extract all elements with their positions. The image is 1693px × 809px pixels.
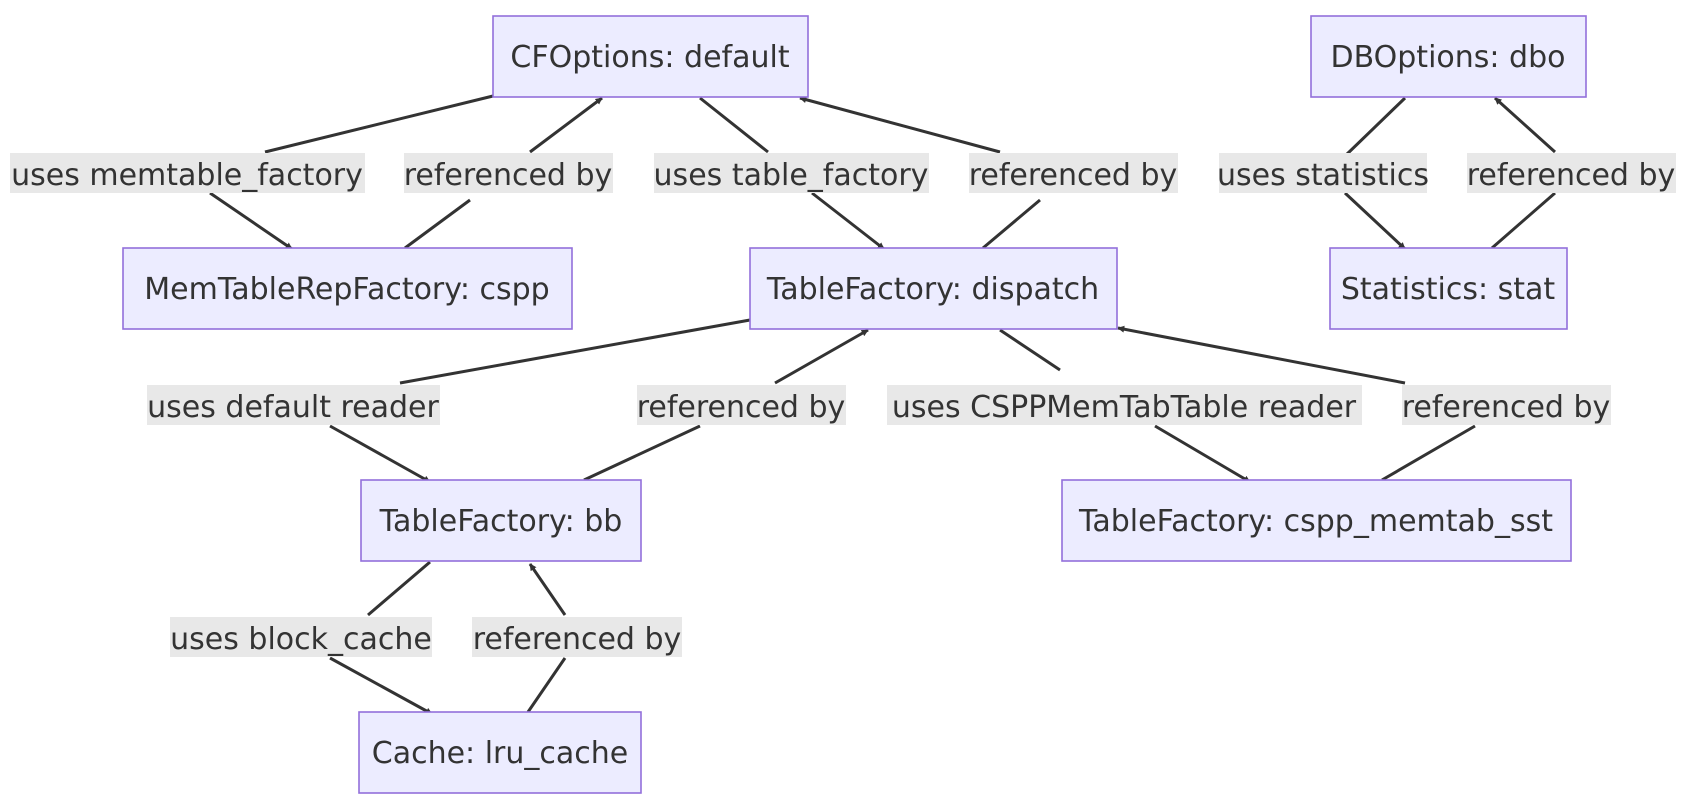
label-cache-referenced-by: referenced by bbox=[473, 622, 682, 657]
label-uses-block-cache: uses block_cache bbox=[170, 622, 432, 657]
node-cfoptions-default[interactable]: CFOptions: default bbox=[492, 15, 809, 98]
edge-labels: uses memtable_factory referenced by uses… bbox=[10, 153, 1676, 657]
label-uses-memtable-factory: uses memtable_factory bbox=[11, 158, 363, 193]
label-uses-table-factory: uses table_factory bbox=[654, 158, 929, 193]
edge-cache-referenced-by bbox=[528, 564, 567, 713]
node-tablefactory-bb-label: TableFactory: bb bbox=[379, 504, 623, 539]
edge-uses-cspp-reader bbox=[999, 328, 1250, 482]
label-uses-cspp-reader: uses CSPPMemTabTable reader bbox=[892, 390, 1357, 425]
node-memtablerepfactory-cspp[interactable]: MemTableRepFactory: cspp bbox=[122, 247, 573, 330]
node-memtablerepfactory-label: MemTableRepFactory: cspp bbox=[144, 272, 549, 307]
edge-uses-statistics bbox=[1343, 96, 1405, 249]
node-dboptions-dbo[interactable]: DBOptions: dbo bbox=[1310, 15, 1587, 98]
node-statistics-label: Statistics: stat bbox=[1341, 272, 1556, 307]
label-cspp-referenced-by: referenced by bbox=[1402, 390, 1611, 425]
edge-cspp-referenced-by bbox=[1118, 328, 1476, 482]
node-statistics-stat[interactable]: Statistics: stat bbox=[1329, 247, 1568, 330]
edge-uses-block-cache bbox=[329, 560, 432, 714]
node-tablefactory-cspp-memtab-sst[interactable]: TableFactory: cspp_memtab_sst bbox=[1061, 479, 1572, 562]
label-stat-referenced-by: referenced by bbox=[1467, 158, 1676, 193]
node-dboptions-label: DBOptions: dbo bbox=[1331, 40, 1566, 75]
label-uses-statistics: uses statistics bbox=[1217, 158, 1429, 193]
label-bb-referenced-by: referenced by bbox=[637, 390, 846, 425]
label-memtable-referenced-by: referenced by bbox=[404, 158, 613, 193]
edge-uses-table-factory bbox=[699, 96, 884, 249]
node-tablefactory-cspp-memtab-sst-label: TableFactory: cspp_memtab_sst bbox=[1078, 504, 1553, 539]
edge-uses-memtable-factory bbox=[209, 94, 494, 249]
node-cache-lru-cache[interactable]: Cache: lru_cache bbox=[358, 711, 642, 794]
node-cfoptions-label: CFOptions: default bbox=[510, 40, 789, 75]
nodes: CFOptions: default DBOptions: dbo MemTab… bbox=[122, 15, 1587, 794]
node-tablefactory-dispatch-label: TableFactory: dispatch bbox=[766, 272, 1099, 307]
edge-memtable-referenced-by bbox=[404, 98, 602, 250]
node-tablefactory-dispatch[interactable]: TableFactory: dispatch bbox=[749, 247, 1118, 330]
label-dispatch-referenced-by: referenced by bbox=[969, 158, 1178, 193]
edge-uses-default-reader bbox=[329, 318, 751, 482]
label-uses-default-reader: uses default reader bbox=[147, 390, 439, 425]
node-cache-label: Cache: lru_cache bbox=[372, 736, 628, 771]
edge-stat-referenced-by bbox=[1492, 98, 1557, 250]
edge-bb-referenced-by bbox=[583, 330, 868, 482]
edges bbox=[209, 94, 1557, 714]
node-tablefactory-bb[interactable]: TableFactory: bb bbox=[360, 479, 642, 562]
edge-dispatch-referenced-by bbox=[800, 98, 1041, 250]
